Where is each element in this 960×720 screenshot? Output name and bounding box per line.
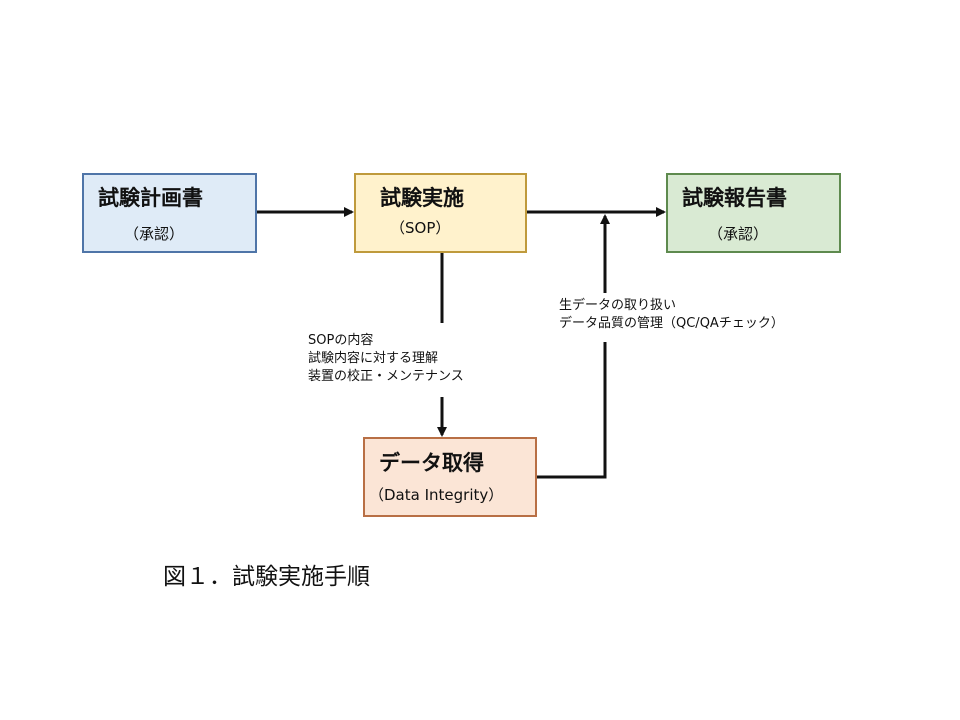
test-execution-subtitle: （SOP）	[390, 219, 451, 237]
test-report-box: 試験報告書 （承認）	[666, 173, 841, 253]
test-plan-box: 試験計画書 （承認）	[82, 173, 257, 253]
test-plan-title: 試験計画書	[98, 186, 203, 210]
test-report-subtitle: （承認）	[708, 225, 769, 243]
note-line: 生データの取り扱い	[559, 298, 677, 313]
note-line: 装置の校正・メンテナンス	[308, 369, 464, 384]
data-acquisition-title: データ取得	[379, 451, 484, 475]
note-line: SOPの内容	[308, 333, 374, 348]
test-report-title: 試験報告書	[682, 186, 787, 210]
data-acquisition-subtitle: （Data Integrity）	[369, 486, 504, 504]
data-acquisition-box: データ取得 （Data Integrity）	[363, 437, 537, 517]
line-acquisition-right	[537, 342, 607, 479]
note-execution-to-acquisition: SOPの内容 試験内容に対する理解 装置の校正・メンテナンス	[308, 332, 464, 386]
test-plan-subtitle: （承認）	[124, 225, 185, 243]
test-execution-title: 試験実施	[380, 186, 464, 210]
test-execution-box: 試験実施 （SOP）	[354, 173, 527, 253]
note-line: 試験内容に対する理解	[308, 351, 439, 366]
figure-caption: 図１．試験実施手順	[163, 564, 370, 590]
note-acquisition-to-report: 生データの取り扱い データ品質の管理（QC/QAチェック）	[559, 297, 784, 333]
note-line: データ品質の管理（QC/QAチェック）	[559, 316, 784, 331]
